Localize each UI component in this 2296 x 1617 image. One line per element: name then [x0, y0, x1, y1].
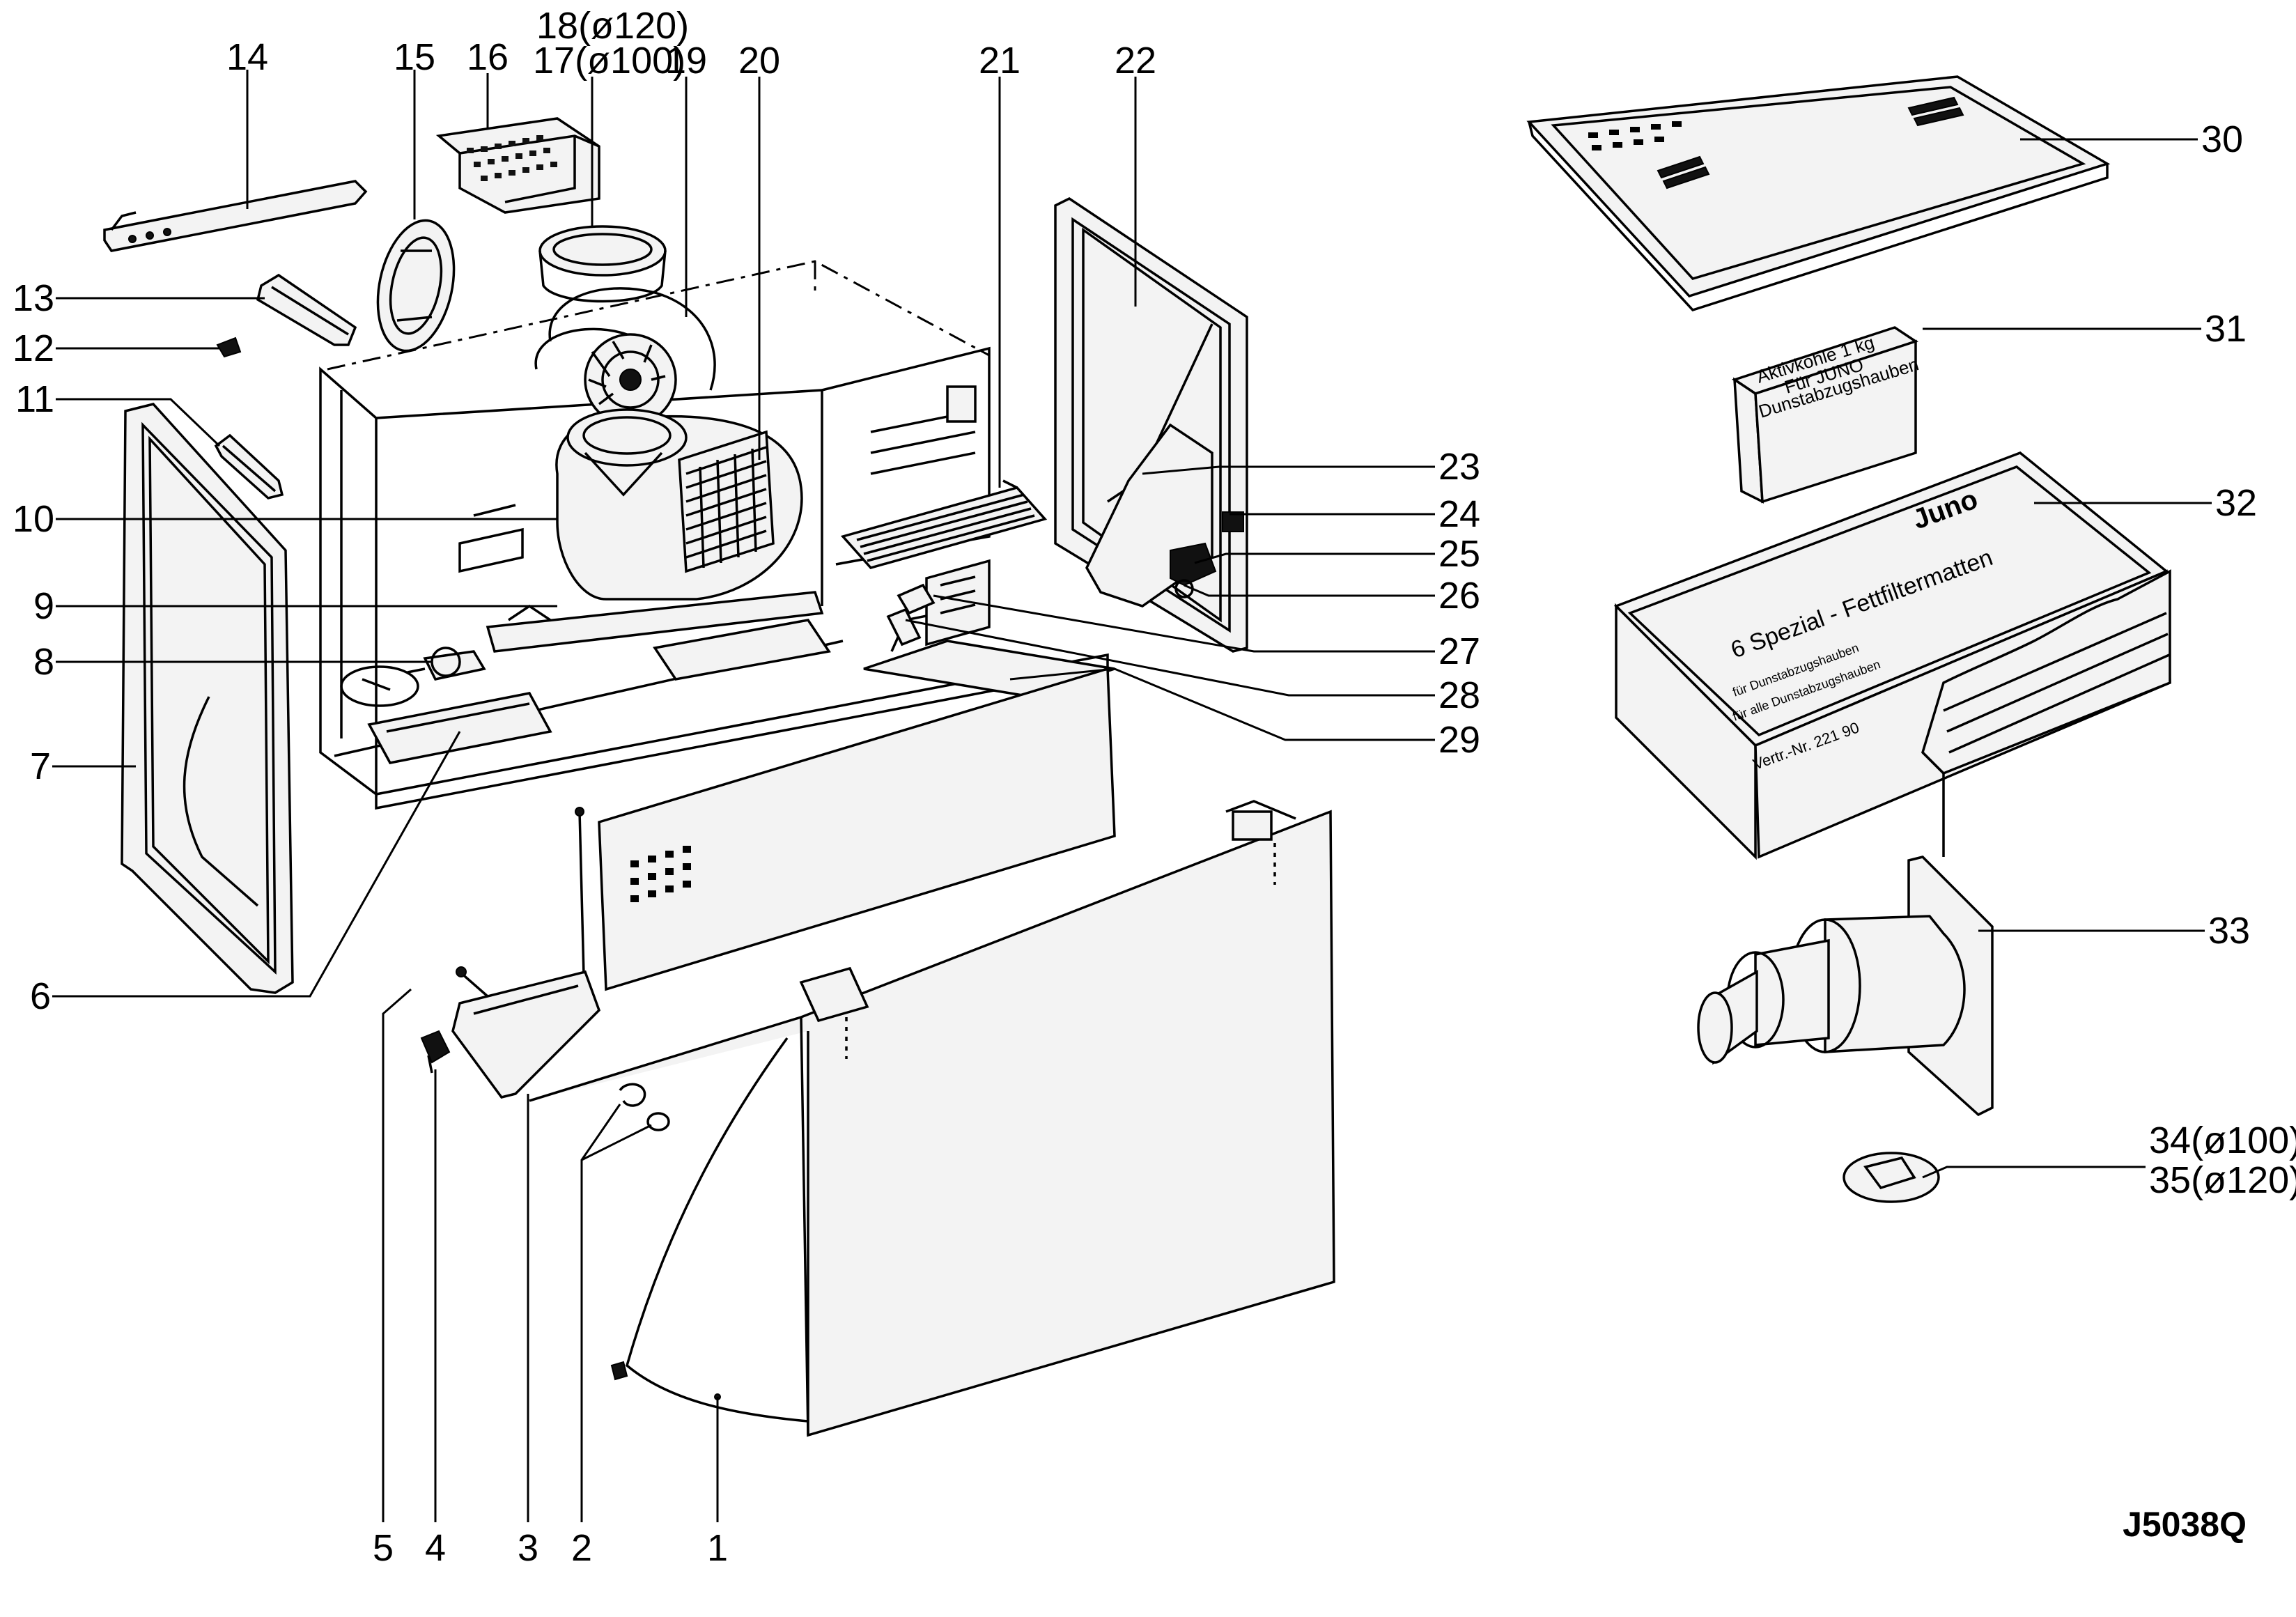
callout-14: 14 — [226, 36, 268, 78]
front-frame — [121, 403, 294, 994]
callout-6: 6 — [30, 975, 51, 1017]
callout-25: 25 — [1438, 533, 1480, 575]
callout-10: 10 — [13, 498, 54, 540]
callout-22: 22 — [1115, 40, 1156, 82]
callout-3: 3 — [518, 1527, 538, 1569]
callout-8: 8 — [33, 641, 54, 683]
callout-24: 24 — [1438, 493, 1480, 535]
small-parts — [407, 583, 936, 1131]
leader-lines — [52, 70, 2212, 1522]
callout-labels: 14 15 16 18(ø120) 17(ø100) 19 20 21 22 1… — [13, 5, 2296, 1569]
callout-20: 20 — [738, 40, 780, 82]
callout-31: 31 — [2205, 308, 2247, 350]
callout-34: 34(ø100) — [2149, 1120, 2296, 1161]
blower-assembly — [534, 287, 803, 601]
top-parts — [103, 117, 667, 358]
diagram-code: J5038Q — [2123, 1505, 2247, 1544]
callout-2: 2 — [571, 1527, 592, 1569]
callout-29: 29 — [1438, 719, 1480, 761]
callout-18: 18(ø120) — [536, 5, 689, 47]
accessory-parts: Aktivkohle 1 kg Für JUNO Dunstabzugshaub… — [1526, 75, 2171, 1203]
callout-12: 12 — [13, 327, 54, 369]
front-cover — [451, 667, 1335, 1437]
callout-16: 16 — [467, 36, 509, 78]
callout-15: 15 — [394, 36, 435, 78]
callout-11: 11 — [15, 378, 54, 420]
callout-9: 9 — [33, 585, 54, 627]
callout-5: 5 — [373, 1527, 394, 1569]
callout-30: 30 — [2201, 118, 2243, 160]
callout-33: 33 — [2208, 910, 2250, 952]
callout-27: 27 — [1438, 630, 1480, 672]
callout-1: 1 — [707, 1527, 728, 1569]
callout-28: 28 — [1438, 674, 1480, 716]
callout-19: 19 — [665, 40, 707, 82]
callout-32: 32 — [2215, 482, 2257, 524]
callout-7: 7 — [30, 745, 51, 787]
callout-21: 21 — [979, 40, 1021, 82]
callout-4: 4 — [425, 1527, 446, 1569]
callout-35: 35(ø120) — [2149, 1159, 2296, 1201]
callout-23: 23 — [1438, 446, 1480, 488]
callout-26: 26 — [1438, 575, 1480, 617]
callout-13: 13 — [13, 277, 54, 319]
callout-17: 17(ø100) — [533, 40, 685, 82]
